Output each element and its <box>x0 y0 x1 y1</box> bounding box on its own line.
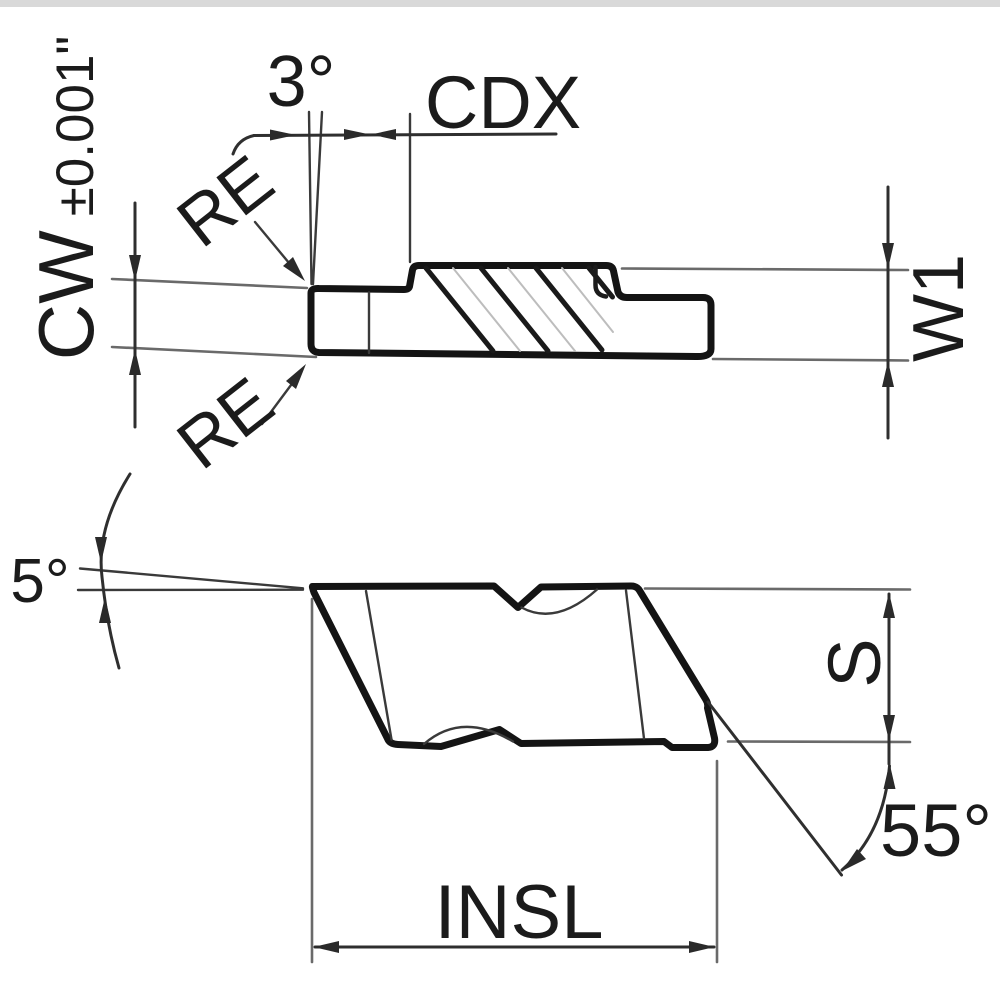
cdx-dimension-line <box>252 132 558 137</box>
inner-edge-left <box>364 589 393 741</box>
side-view: CW±0.001" 3° CDX RE RE W1 <box>22 36 979 484</box>
corner-angle-arrow-down <box>842 849 866 871</box>
label-55deg: 55° <box>880 789 992 872</box>
corner-angle-arrow-up <box>883 763 896 789</box>
label-cw: CW±0.001" <box>22 36 110 360</box>
s-arrow-up <box>883 592 895 618</box>
corner-angle-reference-line <box>706 700 843 877</box>
label-w1: W1 <box>899 254 979 362</box>
cdx-dimension-tail <box>231 134 256 156</box>
w1-extension-top <box>620 267 910 272</box>
label-re-top: RE <box>163 140 288 261</box>
w1-extension-bottom <box>711 357 910 362</box>
section-hatching <box>423 265 615 354</box>
side-angle-arc <box>99 472 132 670</box>
side-angle-arrow-down <box>95 537 107 563</box>
groove-curve-bottom <box>422 725 515 746</box>
insl-arrow-left <box>313 941 339 953</box>
s-extension-bottom <box>726 740 912 744</box>
front-angle-arrow <box>270 129 296 141</box>
re-top-arrow <box>283 257 305 281</box>
top-edge-strip <box>0 0 1000 7</box>
groove-curve-top <box>520 588 599 615</box>
re-bottom-leader <box>260 379 296 426</box>
cw-arrow-up <box>129 349 141 375</box>
top-view: 5° S 55° INSL <box>10 472 992 964</box>
s-arrow-down <box>883 715 895 741</box>
side-angle-arrow-up <box>99 597 111 623</box>
front-angle-line-vertical <box>307 110 313 286</box>
side-angle-line-tilted <box>78 567 305 590</box>
w1-arrow-down <box>882 243 894 269</box>
insert-side-profile <box>307 262 715 361</box>
chipbreaker-notch <box>593 264 609 299</box>
cdx-arrow-left <box>371 129 396 140</box>
re-bottom-arrow <box>286 364 306 389</box>
cdx-arrow-right <box>344 129 370 140</box>
s-extension-top <box>643 587 912 591</box>
insert-top-outline <box>308 582 719 751</box>
front-angle-line-tilted <box>311 110 324 286</box>
label-s: S <box>813 638 896 687</box>
cw-arrow-down <box>129 255 141 281</box>
label-5deg: 5° <box>10 547 69 616</box>
label-re-bottom: RE <box>163 362 288 483</box>
label-insl: INSL <box>435 870 604 955</box>
cw-extension-bottom <box>110 345 318 359</box>
w1-arrow-up <box>882 361 894 387</box>
label-cdx: CDX <box>425 61 581 144</box>
label-3deg: 3° <box>267 42 336 122</box>
inner-edge-right <box>624 589 646 740</box>
insl-arrow-right <box>689 941 715 953</box>
cw-extension-top <box>110 277 309 290</box>
